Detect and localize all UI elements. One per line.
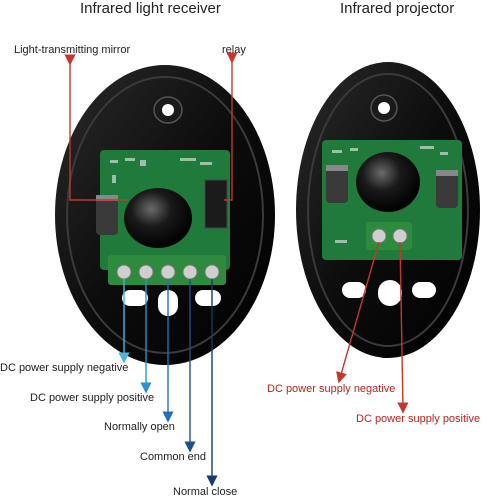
receiver-capacitor	[96, 195, 118, 235]
label-dc-positive-receiver: DC power supply positive	[30, 392, 155, 404]
label-normally-open: Normally open	[104, 421, 175, 433]
label-dc-negative-projector: DC power supply negative	[267, 383, 396, 395]
label-dc-negative-receiver: DC power supply negative	[0, 362, 129, 374]
light-transmitting-mirror	[124, 188, 192, 248]
leader-mirror	[64, 54, 128, 201]
projector-capacitor-left	[326, 165, 348, 203]
leader-relay	[224, 52, 238, 201]
receiver-device	[55, 65, 275, 365]
label-dc-positive-projector: DC power supply positive	[356, 413, 481, 425]
projector-title: Infrared projector	[340, 0, 455, 17]
label-common-end: Common end	[140, 451, 207, 463]
leader-dc-positive-projector	[397, 241, 409, 414]
projector-emitter-dome	[356, 152, 420, 212]
label-normal-close: Normal close	[173, 486, 238, 498]
leader-dc-negative-projector	[336, 241, 380, 384]
projector-capacitor-right	[436, 170, 458, 208]
label-light-transmitting-mirror: Light-transmitting mirror	[14, 44, 131, 56]
receiver-title: Infrared light receiver	[80, 0, 221, 17]
relay-component	[204, 179, 228, 229]
projector-device	[296, 62, 480, 358]
